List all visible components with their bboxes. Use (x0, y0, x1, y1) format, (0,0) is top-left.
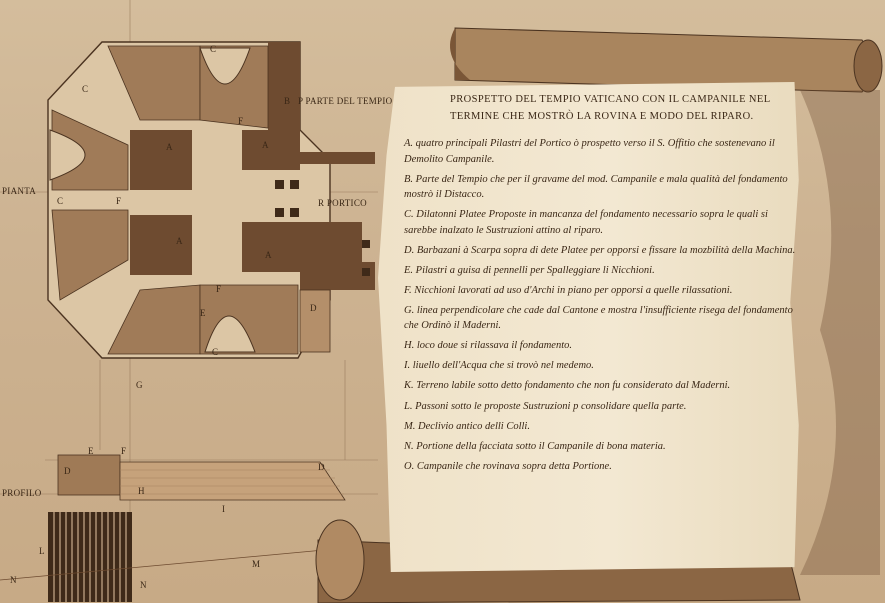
scroll-title: PROSPETTO DEL TEMPIO VATICANO CON IL CAM… (450, 94, 771, 122)
scroll-shadow (800, 90, 880, 575)
letter-a-1: A (166, 142, 173, 152)
letter-f-bottom: F (216, 284, 222, 294)
profile-label-profilo: PROFILO (2, 488, 42, 498)
legend-item-i: I. liuello dell'Acqua che si trovò nel m… (404, 360, 594, 371)
legend-item-a: A. quatro principali Pilastri del Portic… (404, 138, 775, 165)
label-portico: R PORTICO (318, 198, 367, 208)
niche-arches (49, 47, 256, 353)
plan-label-pianta: PIANTA (2, 186, 37, 196)
letter-l: L (39, 546, 45, 556)
legend-item-m: M. Declivio antico delli Colli. (404, 420, 530, 432)
legend-item-o: O. Campanile che rovinava sopra detta Po… (404, 460, 612, 472)
letter-b: B (284, 96, 291, 106)
letter-h: H (138, 486, 145, 496)
letter-a-2: A (176, 236, 183, 246)
letter-a-4: A (262, 140, 269, 150)
letter-d-plan: D (310, 303, 317, 313)
legend-item-g: G. linea perpendicolare che cade dal Can… (404, 304, 793, 332)
buttress-d (299, 289, 331, 353)
letter-f-profile: F (121, 446, 127, 456)
letter-g: G (136, 380, 143, 390)
legend-list: A. quatro principali Pilastri del Portic… (404, 136, 799, 479)
scroll-paper (378, 82, 799, 572)
label-part-of-temple: P PARTE DEL TEMPIO (298, 96, 393, 106)
letter-f-upper: F (238, 116, 244, 126)
letter-n-left: N (10, 575, 17, 585)
legend-scroll: PROSPETTO DEL TEMPIO VATICANO CON IL CAM… (378, 82, 803, 572)
letter-f-left: F (116, 196, 122, 206)
letter-i: I (222, 504, 225, 514)
letter-c-bottom: C (212, 347, 219, 357)
legend-item-n: N. Portione della facciata sotto il Camp… (404, 440, 666, 452)
letter-c-left: C (57, 196, 64, 206)
niche-fans (51, 45, 299, 355)
letter-c-upper-left: C (82, 84, 89, 94)
legend-item-e: E. Pilastri a guisa di pennelli per Spal… (404, 264, 655, 276)
legend-item-k: K. Terreno labile sotto detto fondamento… (404, 380, 731, 391)
legend-item-f: F. Nicchioni lavorati ad uso d'Archi in … (404, 284, 733, 296)
scroll-rolled-top (450, 27, 883, 93)
letter-d-profile-left: D (64, 466, 71, 476)
letter-c-top: C (210, 44, 217, 54)
portico-piers (275, 180, 370, 276)
letter-a-3: A (265, 250, 272, 260)
pier-walls (130, 42, 420, 290)
letter-d-profile-right: D (318, 462, 325, 472)
letter-m: M (252, 559, 261, 569)
profile-section (0, 454, 379, 602)
letter-e-profile: E (88, 446, 94, 456)
legend-item-d: D. Barbazani à Scarpa sopra di dete Plat… (404, 244, 796, 256)
legend-item-c: C. Dilatonni Platee Proposte in mancanza… (404, 209, 768, 236)
letter-e-plan: E (200, 308, 206, 318)
legend-item-b: B. Parte del Tempio che per il gravame d… (404, 173, 788, 201)
legend-item-l: L. Passoni sotto le proposte Sustruzioni… (404, 400, 687, 412)
letter-n-right: N (140, 580, 147, 590)
legend-item-h: H. loco doue si rilassava il fondamento. (404, 340, 572, 351)
